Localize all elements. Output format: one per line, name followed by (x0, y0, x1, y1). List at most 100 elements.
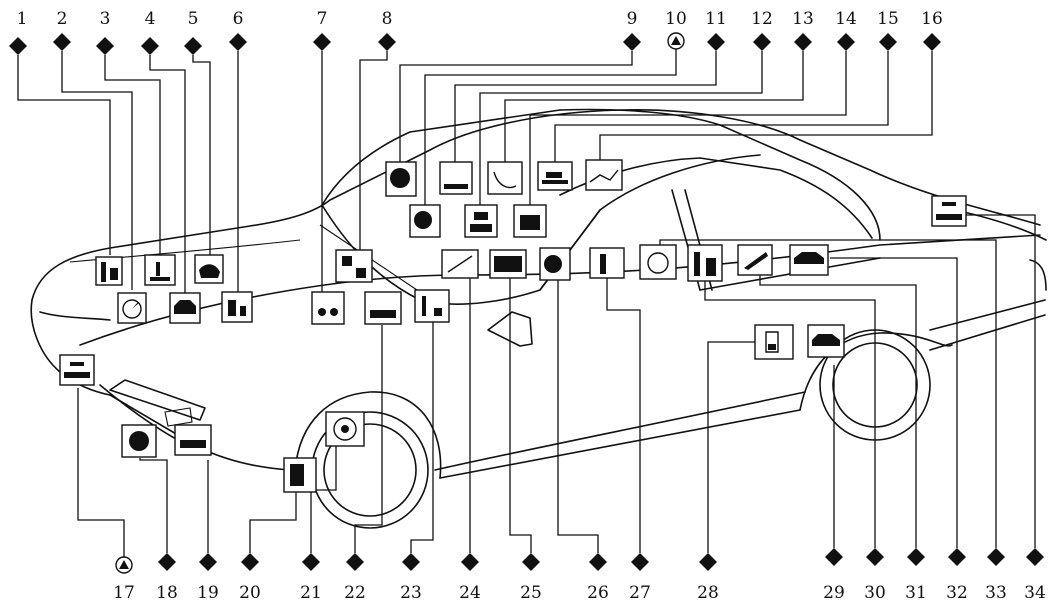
diamond-24 (461, 553, 479, 571)
diamond-31 (907, 548, 925, 566)
diamond-29 (825, 548, 843, 566)
diamond-28 (699, 553, 717, 571)
callout-11: 11 (705, 9, 727, 29)
icon-box-34 (932, 196, 966, 226)
callout-4: 4 (145, 9, 156, 29)
icon-box-19 (175, 425, 211, 455)
icon-box-33 (790, 245, 828, 275)
icon-box-13 (488, 162, 522, 194)
callout-29: 29 (823, 583, 845, 603)
icon-box-27 (590, 248, 624, 278)
callout-2: 2 (57, 9, 68, 29)
diamond-34 (1026, 548, 1044, 566)
diamond-8 (378, 33, 396, 51)
icon-box-29 (808, 325, 844, 357)
symbol-icons (60, 160, 966, 492)
diamond-32 (948, 548, 966, 566)
diamond-23 (402, 553, 420, 571)
diamond-18 (158, 553, 176, 571)
diamond-21 (302, 553, 320, 571)
top-callout-labels: 1 2 3 4 5 6 7 8 9 10 11 12 13 14 15 16 (9, 9, 943, 55)
callout-27: 27 (629, 583, 651, 603)
callout-18: 18 (156, 583, 178, 603)
callout-14: 14 (835, 9, 857, 29)
diamond-1 (9, 37, 27, 55)
icon-box-15 (538, 162, 572, 190)
callout-15: 15 (877, 9, 899, 29)
icon-box-10 (410, 205, 440, 237)
icon-box-7 (312, 292, 344, 324)
diamond-30 (866, 548, 884, 566)
icon-box-2 (118, 293, 146, 323)
diamond-25 (522, 553, 540, 571)
callout-30: 30 (864, 583, 886, 603)
icon-box-23 (415, 290, 449, 322)
diamond-2 (53, 33, 71, 51)
icon-box-24 (442, 250, 478, 278)
icon-box-5 (195, 255, 223, 283)
callout-1: 1 (17, 9, 28, 29)
icon-box-1 (96, 257, 122, 285)
icon-box-11 (440, 162, 472, 194)
diamond-19 (199, 553, 217, 571)
icon-box-16 (586, 160, 622, 190)
diamond-12 (753, 33, 771, 51)
diamond-9 (623, 33, 641, 51)
diamond-20 (241, 553, 259, 571)
callout-32: 32 (946, 583, 968, 603)
icon-box-4 (170, 293, 200, 323)
icon-box-14 (514, 205, 546, 237)
icon-box-32 (738, 245, 772, 275)
icon-box-18 (122, 425, 156, 457)
callout-25: 25 (520, 583, 542, 603)
diamond-13 (794, 33, 812, 51)
icon-box-30 (640, 245, 676, 279)
diamond-11 (707, 33, 725, 51)
callout-24: 24 (459, 583, 481, 603)
diamond-6 (229, 33, 247, 51)
callout-26: 26 (587, 583, 609, 603)
callout-21: 21 (300, 583, 322, 603)
icon-box-21 (326, 412, 364, 446)
callout-12: 12 (751, 9, 773, 29)
callout-19: 19 (197, 583, 219, 603)
bottom-callout-labels: 17 18 19 20 21 22 23 24 25 26 27 28 29 3… (113, 548, 1046, 603)
icon-box-22 (365, 292, 401, 324)
diamond-4 (141, 37, 159, 55)
diamond-16 (923, 33, 941, 51)
callout-28: 28 (697, 583, 719, 603)
callout-3: 3 (100, 9, 111, 29)
diamond-22 (346, 553, 364, 571)
diamond-5 (184, 37, 202, 55)
callout-20: 20 (239, 583, 261, 603)
icon-box-3 (145, 255, 175, 285)
callout-17: 17 (113, 583, 135, 603)
callout-6: 6 (233, 9, 244, 29)
triangle-marker-17 (116, 557, 132, 573)
icon-box-8 (336, 250, 372, 282)
icon-box-26 (540, 248, 570, 280)
callout-23: 23 (400, 583, 422, 603)
callout-31: 31 (905, 583, 927, 603)
callout-8: 8 (382, 9, 393, 29)
callout-7: 7 (317, 9, 328, 29)
diamond-3 (96, 37, 114, 55)
callout-34: 34 (1024, 583, 1046, 603)
callout-13: 13 (792, 9, 814, 29)
icon-box-12 (465, 205, 497, 237)
callout-5: 5 (188, 9, 199, 29)
callout-16: 16 (921, 9, 943, 29)
icon-box-31 (688, 245, 722, 281)
icon-box-6 (222, 292, 252, 322)
diamond-7 (313, 33, 331, 51)
callout-33: 33 (985, 583, 1007, 603)
icon-box-17 (60, 355, 94, 385)
triangle-marker-10 (668, 33, 684, 49)
diamond-26 (589, 553, 607, 571)
icon-box-20 (284, 458, 316, 492)
callout-10: 10 (665, 9, 687, 29)
icon-box-25 (490, 250, 526, 278)
diamond-27 (631, 553, 649, 571)
